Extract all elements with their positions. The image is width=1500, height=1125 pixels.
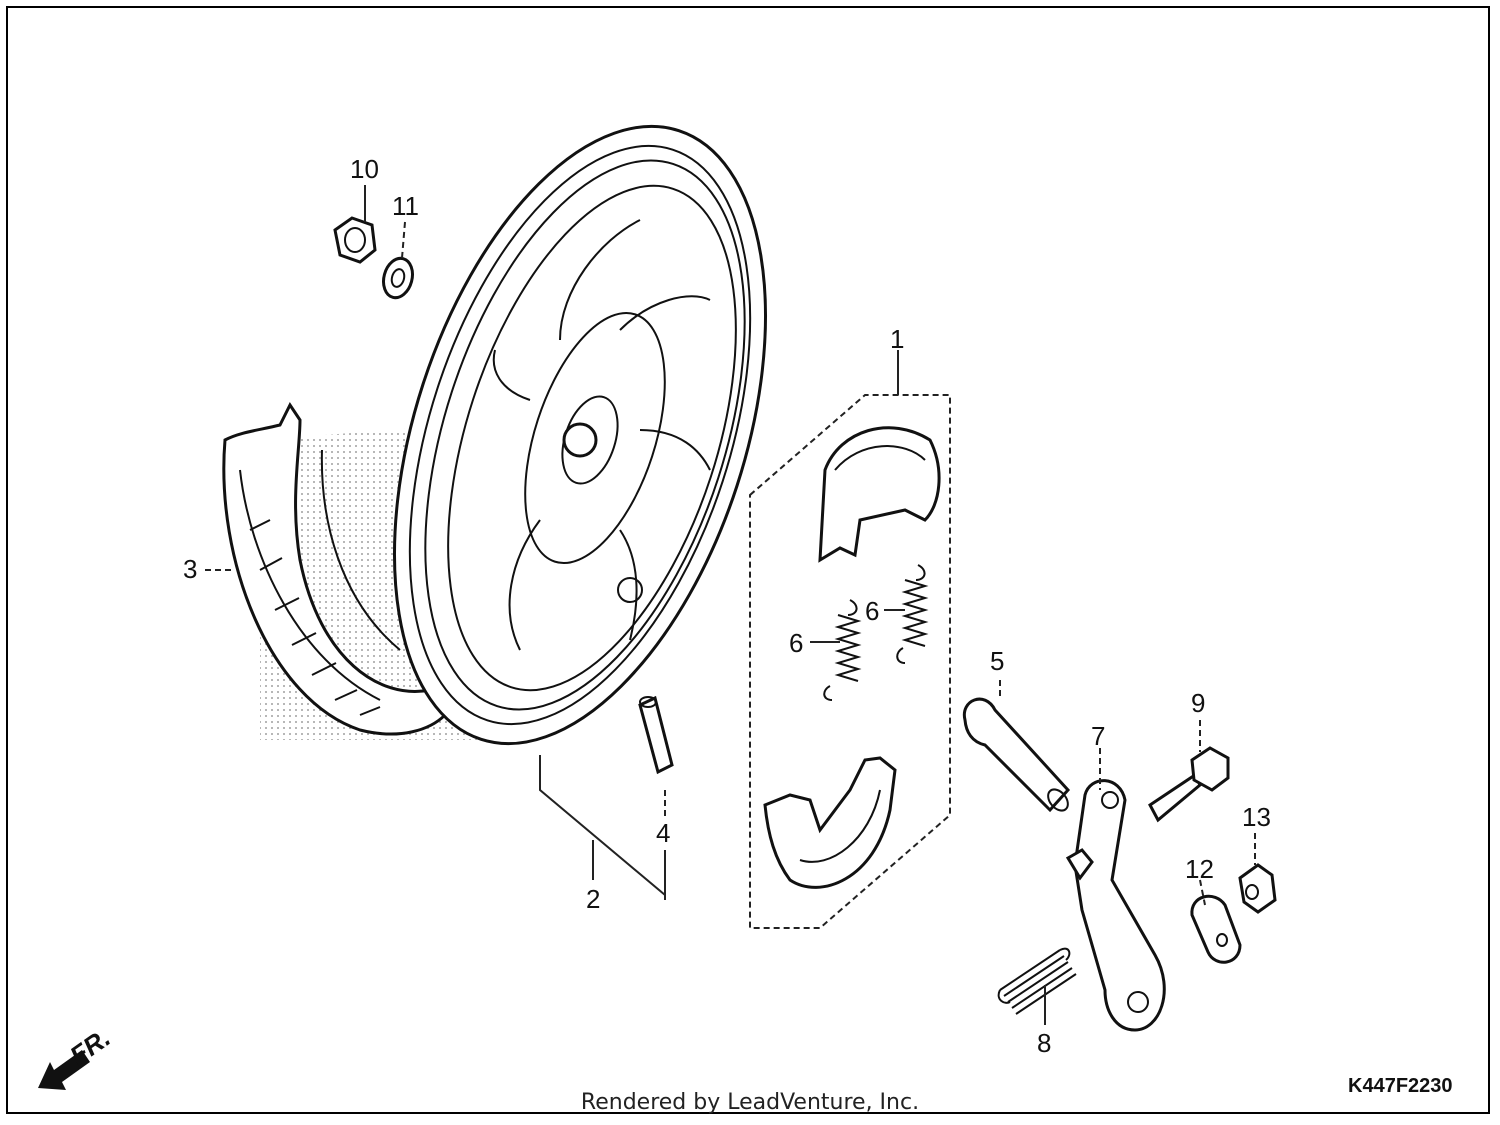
tire-part[interactable] — [222, 402, 447, 736]
brake-shoe-upper[interactable] — [818, 426, 941, 563]
brake-cam-part-5[interactable] — [962, 697, 1071, 814]
valve-stem-part-4[interactable] — [638, 695, 674, 775]
callout-4: 4 — [656, 818, 670, 848]
callout-9: 9 — [1191, 688, 1205, 718]
nut-part-13[interactable] — [1238, 863, 1277, 914]
drawing-code: K447F2230 — [1348, 1075, 1453, 1097]
spring-part-6b[interactable] — [896, 564, 929, 664]
callout-1: 1 — [890, 324, 904, 354]
spring-part-6a[interactable] — [823, 599, 862, 701]
callout-13: 13 — [1242, 802, 1271, 832]
callout-12: 12 — [1185, 854, 1214, 884]
callout-2: 2 — [586, 884, 600, 914]
callout-6b: 6 — [865, 596, 879, 626]
spring-part-8[interactable] — [997, 947, 1077, 1015]
callout-8: 8 — [1037, 1028, 1051, 1058]
front-direction-arrow-icon — [38, 1050, 90, 1090]
bolt-part-9[interactable] — [1148, 746, 1230, 823]
collar-part-12[interactable] — [1190, 894, 1242, 964]
callout-6a: 6 — [789, 628, 803, 658]
brake-shoe-set-box — [749, 394, 951, 929]
callout-5: 5 — [990, 646, 1004, 676]
callout-11: 11 — [392, 191, 419, 221]
callout-7: 7 — [1091, 721, 1105, 751]
washer-part-11[interactable] — [379, 255, 416, 301]
brake-arm-part-7[interactable] — [1065, 779, 1166, 1032]
nut-part-10[interactable] — [333, 216, 377, 264]
rear-wheel-part[interactable] — [324, 80, 836, 791]
brake-shoe-lower[interactable] — [763, 756, 897, 889]
callout-10: 10 — [350, 154, 379, 184]
callout-3: 3 — [183, 554, 197, 584]
footer-credit: Rendered by LeadVenture, Inc. — [580, 1090, 920, 1115]
leader-lines — [205, 185, 1256, 1025]
diagram-border — [6, 6, 1490, 1114]
